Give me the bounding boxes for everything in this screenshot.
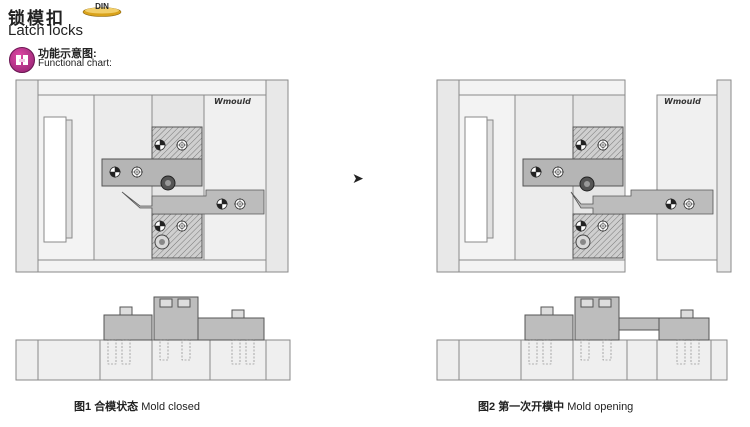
din-badge: DIN <box>82 3 122 17</box>
transition-arrow-icon: ➤ <box>352 170 364 186</box>
section-title-english: Functional chart: <box>38 58 112 69</box>
fig1-brand-label: Wmould <box>214 97 251 106</box>
title-english: Latch locks <box>8 22 84 39</box>
fig2-brand-label: Wmould <box>664 97 701 106</box>
figure-1-caption: 图1 合模状态 Mold closed <box>74 398 200 414</box>
badge-text: DIN <box>95 3 109 11</box>
title-chinese: 锁模扣 <box>8 9 65 28</box>
figure-2-caption-zh: 第一次开模中 <box>498 401 565 413</box>
fig2-section-view <box>436 296 728 381</box>
figure-1-number: 图1 <box>74 401 92 413</box>
section-title-chinese: 功能示意图: <box>38 48 97 60</box>
figure-2-caption-en: Mold opening <box>567 401 634 413</box>
fig2-latch-assembly <box>522 126 714 259</box>
fig1-section-view <box>15 296 291 381</box>
fig2-mold-frame: Wmould <box>436 79 732 273</box>
figure-2-number: 图2 <box>478 401 496 413</box>
function-chart-icon <box>9 47 35 73</box>
fig1-latch-assembly <box>101 126 265 259</box>
figure-1-caption-en: Mold closed <box>141 401 200 413</box>
figure-1-caption-zh: 合模状态 <box>94 401 139 413</box>
figure-2-caption: 图2 第一次开模中 Mold opening <box>478 398 633 414</box>
